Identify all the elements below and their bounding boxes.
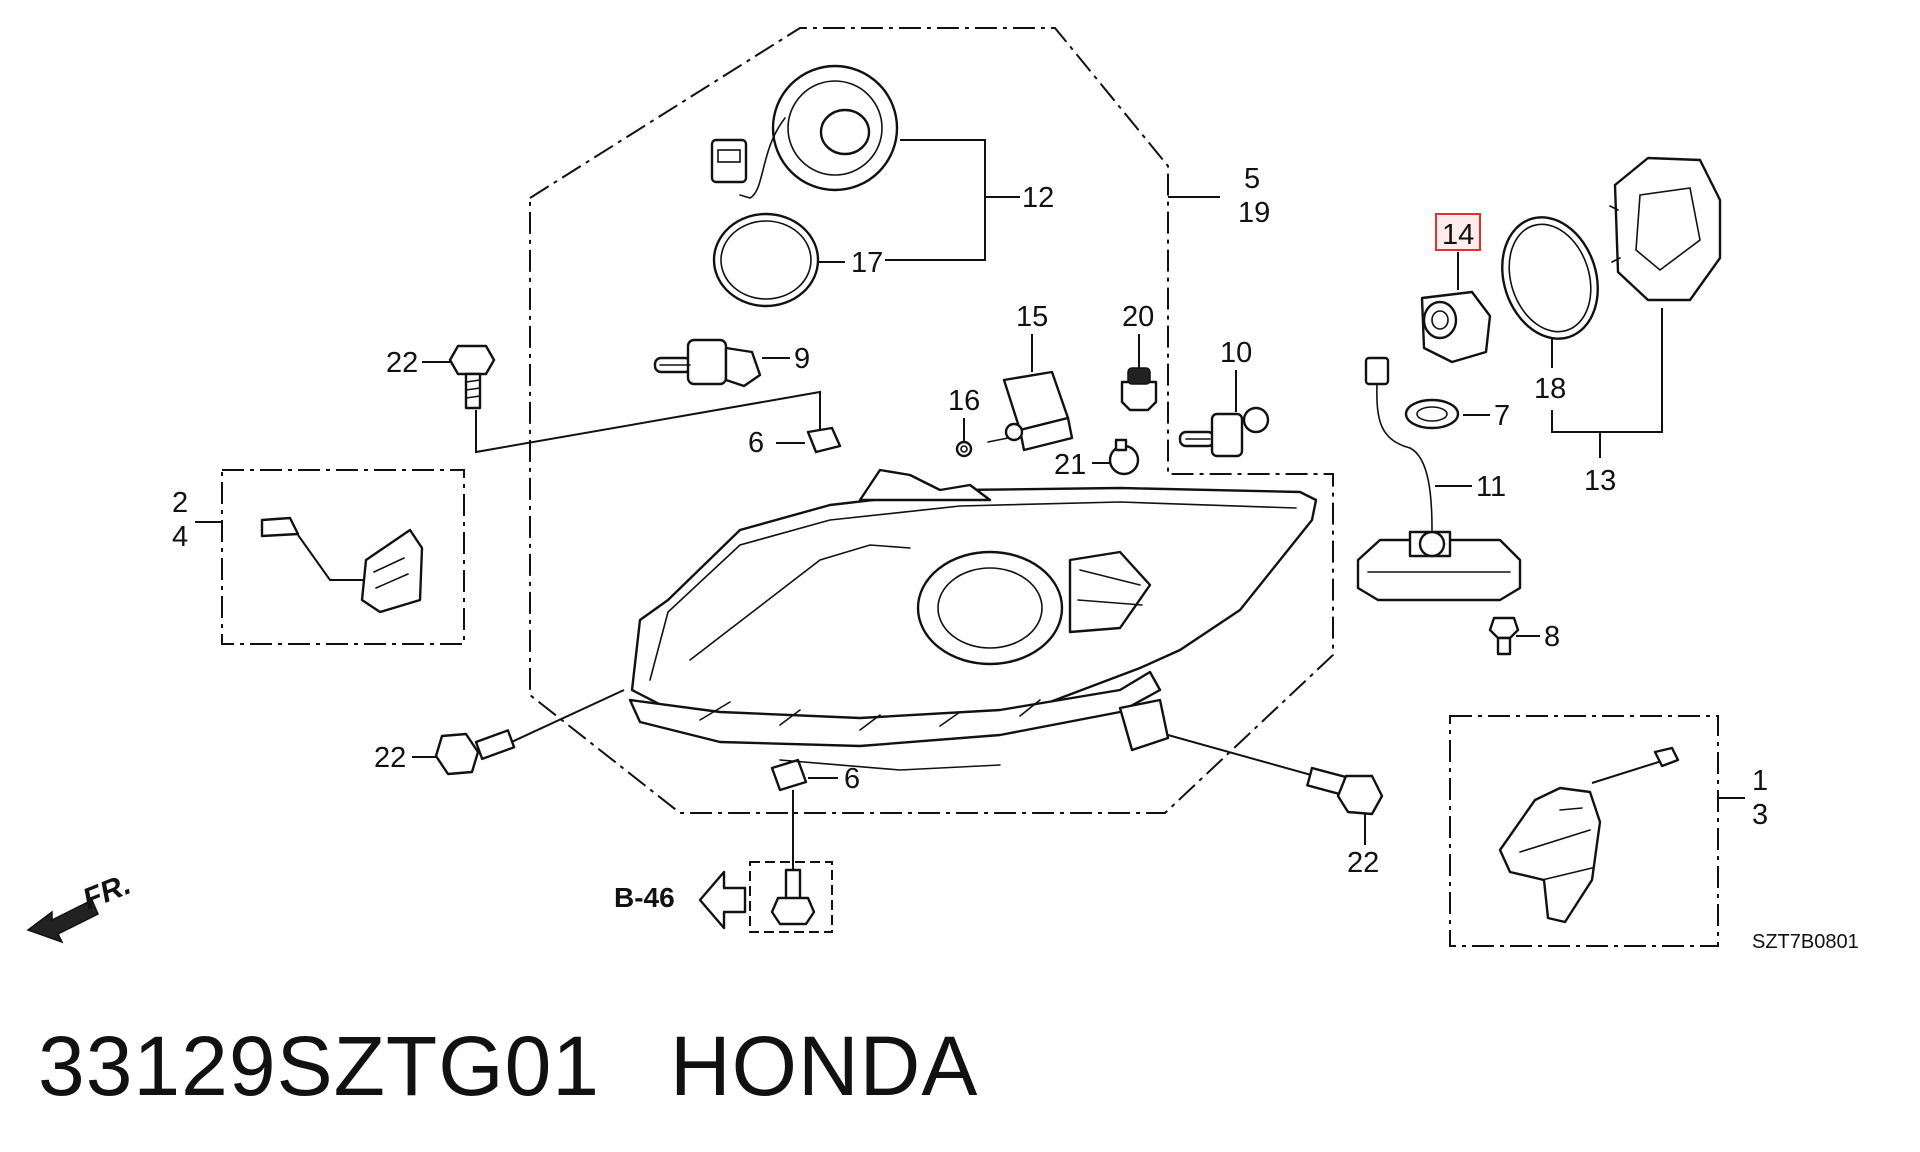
callout-6-upper: 6 bbox=[748, 427, 764, 459]
callout-3: 3 bbox=[1752, 799, 1768, 831]
bracket-2-4 bbox=[260, 516, 424, 614]
callout-8: 8 bbox=[1544, 621, 1560, 653]
clip-6-lower bbox=[770, 758, 808, 792]
callout-22-lower-right: 22 bbox=[1347, 847, 1379, 879]
callout-22-top: 22 bbox=[386, 347, 418, 379]
screw-8 bbox=[1488, 616, 1520, 656]
leader-22-lower-right bbox=[1149, 729, 1323, 779]
gasket-7 bbox=[1404, 398, 1460, 430]
callout-5: 5 bbox=[1244, 163, 1260, 195]
part-14 bbox=[1420, 290, 1492, 364]
callout-16: 16 bbox=[948, 385, 980, 417]
front-direction-arrow: FR. bbox=[26, 868, 135, 944]
clip-6-upper bbox=[806, 426, 842, 454]
bracket-group-box-left bbox=[221, 469, 465, 645]
bracket-1-3 bbox=[1498, 746, 1680, 924]
leader-22-lower-left bbox=[504, 689, 625, 746]
leader-22-to-6 bbox=[475, 390, 821, 454]
callout-6-lower: 6 bbox=[844, 763, 860, 795]
callout-21: 21 bbox=[1054, 449, 1086, 481]
see-also-label: B-46 bbox=[614, 882, 675, 913]
callout-20: 20 bbox=[1122, 301, 1154, 333]
bolt-ref bbox=[770, 868, 816, 926]
o-ring-18 bbox=[1501, 216, 1599, 340]
bulb-9 bbox=[653, 338, 762, 388]
bulb-10 bbox=[1178, 406, 1270, 458]
highlight-box-14 bbox=[1435, 213, 1481, 251]
callout-11: 11 bbox=[1476, 471, 1506, 503]
cover-13 bbox=[1609, 156, 1722, 302]
leader-12 bbox=[885, 139, 986, 261]
callout-22-lower-left: 22 bbox=[374, 742, 406, 774]
headlight-assembly-outline bbox=[529, 27, 1334, 814]
socket-20 bbox=[1120, 367, 1158, 412]
ballast-11 bbox=[1356, 356, 1522, 602]
brand-name: HONDA bbox=[670, 1019, 979, 1113]
callout-15: 15 bbox=[1016, 301, 1048, 333]
callout-1: 1 bbox=[1752, 765, 1768, 797]
bolt-22-top bbox=[448, 344, 496, 410]
drawing-code: SZT7B0801 bbox=[1752, 931, 1859, 953]
callout-19: 19 bbox=[1238, 197, 1270, 229]
callout-12: 12 bbox=[1022, 182, 1054, 214]
callout-9: 9 bbox=[794, 343, 810, 375]
o-ring-17 bbox=[712, 212, 820, 308]
dust-cover-12 bbox=[710, 64, 899, 199]
callout-7: 7 bbox=[1494, 400, 1510, 432]
callout-13: 13 bbox=[1584, 465, 1616, 497]
callout-18: 18 bbox=[1534, 373, 1566, 405]
bolt-22-lower-right bbox=[1306, 766, 1384, 816]
bolt-22-lower-left bbox=[434, 729, 516, 776]
actuator-15 bbox=[987, 370, 1074, 452]
direction-label: FR. bbox=[78, 868, 135, 917]
leader-13 bbox=[1551, 308, 1663, 433]
bracket-group-box-right bbox=[1449, 715, 1719, 947]
callout-2: 2 bbox=[172, 487, 188, 519]
callout-14: 14 bbox=[1442, 219, 1474, 251]
cap-21 bbox=[1108, 438, 1140, 476]
callout-10: 10 bbox=[1220, 337, 1252, 369]
callout-17: 17 bbox=[851, 247, 883, 279]
leader-bracket-right bbox=[1591, 759, 1666, 784]
nut-16 bbox=[955, 440, 973, 458]
hollow-arrow-icon bbox=[698, 870, 747, 930]
part-number: 33129SZTG01 bbox=[38, 1019, 601, 1113]
see-also-ref: B-46 bbox=[614, 870, 747, 930]
callout-4: 4 bbox=[172, 521, 188, 553]
headlight-housing bbox=[628, 468, 1318, 771]
footer-caption: 33129SZTG01 HONDA bbox=[38, 1018, 978, 1115]
